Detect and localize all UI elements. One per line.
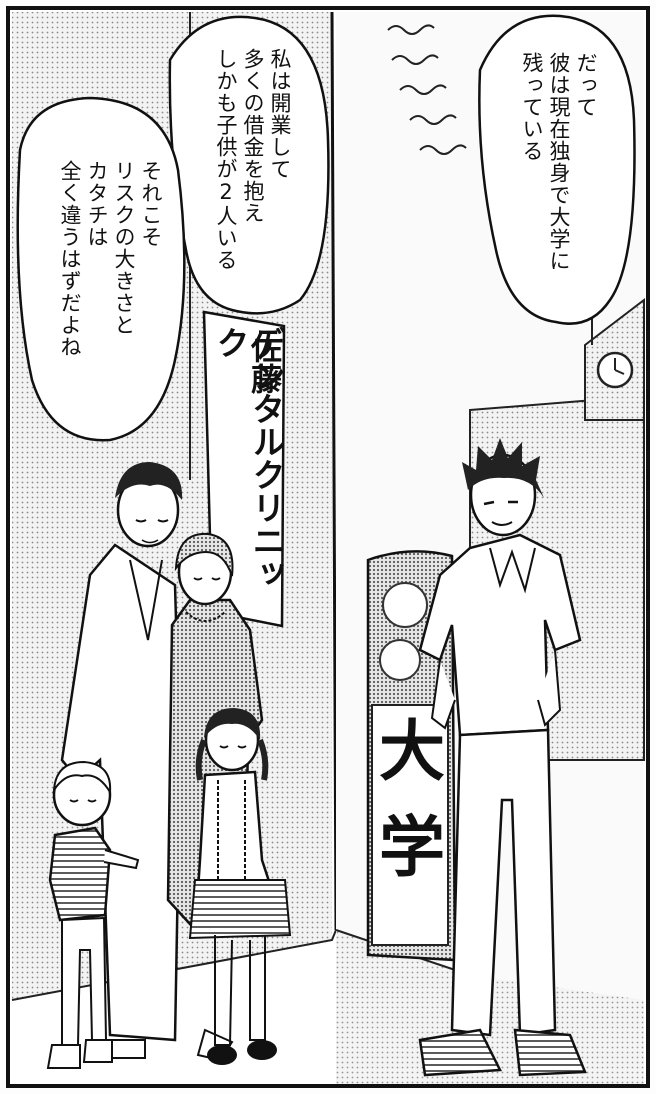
- bubble-left-line: 全く違うはずだよね: [58, 160, 82, 358]
- bubble-right-line: 彼は現在独身で大学に: [547, 52, 571, 272]
- speech-bubble-right: [478, 14, 636, 325]
- bubble-left-line: リスクの大きさと: [112, 160, 136, 336]
- dental-clinic-name-wrap: デンタルクリニック: [212, 326, 284, 616]
- bubble-left-text: それこそ リスクの大きさと カタチは 全く違うはずだよね: [56, 160, 164, 358]
- panel-divider: [330, 11, 338, 931]
- university-gate-sign: 大学: [368, 716, 446, 908]
- bubble-left-line: それこそ: [139, 160, 163, 248]
- bubble-top-left-line: 多くの借金を抱え: [241, 48, 265, 224]
- bubble-right-line: だって: [574, 52, 598, 118]
- sign-clinic-name: デンタルクリニック: [212, 326, 284, 590]
- speech-bubble-left: [16, 96, 186, 442]
- bubble-right-text: だって 彼は現在独身で大学に 残っている: [518, 52, 599, 272]
- dental-clinic-sign-text: 佐藤: [245, 332, 281, 394]
- bubble-top-left-line: 私は開業して: [268, 48, 292, 180]
- boy-figure: [48, 826, 112, 922]
- bubble-left-line: カタチは: [85, 160, 109, 248]
- sign-owner-name: 佐藤: [245, 332, 281, 394]
- bubble-right-line: 残っている: [520, 52, 544, 162]
- bubble-top-left-line: しかも子供が2人いる: [214, 48, 238, 271]
- bubble-top-left-text: 私は開業して 多くの借金を抱え しかも子供が2人いる: [212, 48, 293, 271]
